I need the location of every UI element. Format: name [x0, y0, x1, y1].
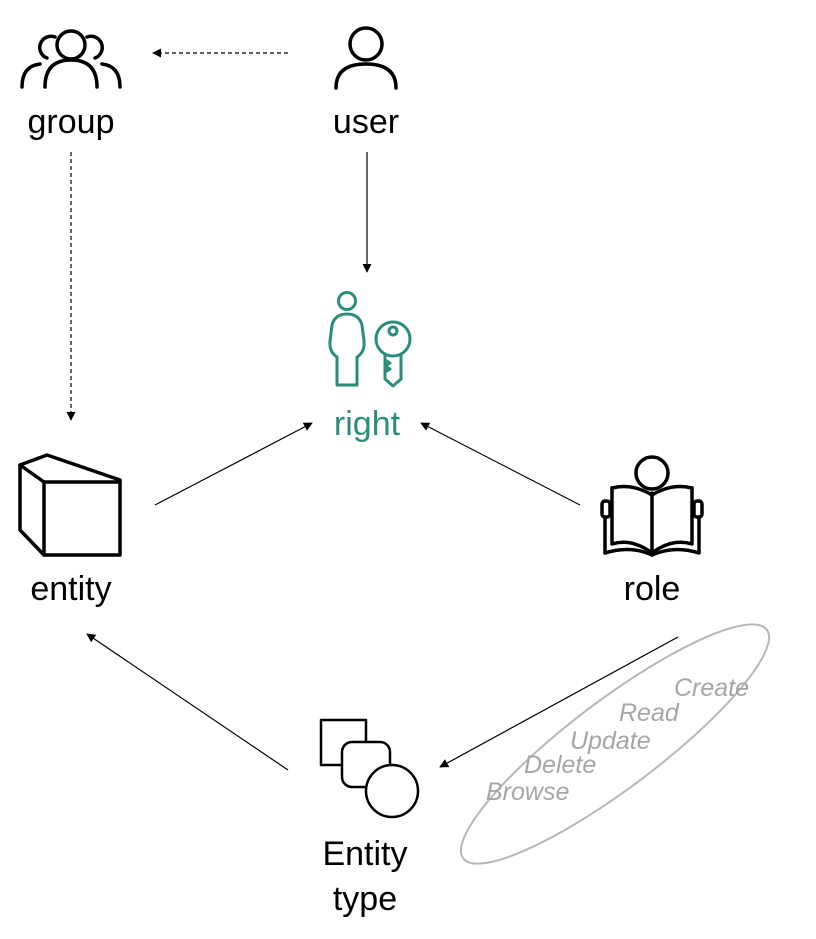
right-node: right: [328, 291, 412, 443]
edge-role-to-right: [420, 422, 581, 506]
operation-read: Read: [619, 699, 680, 727]
reading-person-icon: [600, 455, 704, 557]
cube-icon: [18, 453, 122, 557]
group-label: group: [28, 103, 115, 141]
role-label: role: [624, 570, 681, 608]
entity-type-node: Entity type: [319, 718, 420, 918]
operation-update: Update: [570, 727, 651, 755]
user-label: user: [333, 103, 399, 141]
right-label: right: [334, 405, 401, 443]
edge-entity-to-right: [154, 422, 313, 506]
operation-browse: Browse: [486, 778, 569, 806]
operation-delete: Delete: [524, 751, 596, 779]
group-node: group: [20, 29, 122, 141]
shapes-icon: [319, 718, 420, 819]
edge-role-to-entitytype: [439, 636, 679, 768]
entity-type-label-line1: Entity: [322, 835, 407, 873]
entity-node: entity: [18, 453, 122, 608]
user-node: user: [333, 26, 399, 141]
operations-ellipse: [459, 623, 771, 865]
role-node: role: [600, 455, 704, 608]
people-group-icon: [20, 29, 122, 89]
edge-entitytype-to-entity: [86, 633, 289, 771]
person-icon: [334, 26, 398, 90]
operation-create: Create: [674, 674, 749, 702]
entity-type-label-line2: type: [333, 880, 397, 918]
operations-group: Create Read Update Delete Browse: [459, 623, 771, 865]
entity-label: entity: [30, 570, 111, 608]
person-key-icon: [328, 291, 412, 388]
